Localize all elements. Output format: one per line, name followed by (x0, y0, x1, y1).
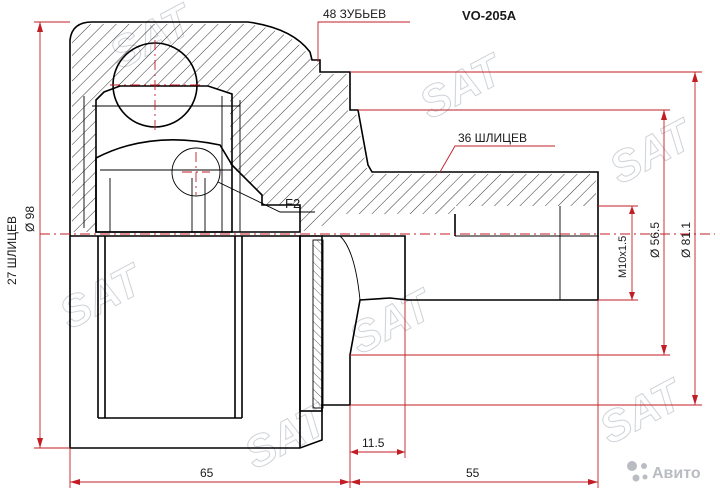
dimension-arrows (37, 22, 698, 485)
f2-detail-circle (171, 147, 221, 197)
label-inner-splines: 27 ШЛИЦЕВ (5, 216, 19, 285)
avito-dot (641, 463, 647, 469)
dimensions (34, 21, 702, 488)
leader-48-teeth (317, 21, 410, 62)
watermark-sat: SAT (592, 369, 693, 454)
cage-window (95, 85, 301, 233)
labels: VO-205A 48 ЗУБЬЕВ 36 ШЛИЦЕВ F2 27 ШЛИЦЕВ… (5, 7, 693, 480)
avito-dot (632, 474, 640, 482)
abs-ring (299, 235, 324, 412)
abs-ring-teeth (312, 239, 324, 409)
stub-shaft-lower (322, 214, 456, 300)
label-len-55: 55 (466, 466, 480, 480)
watermark-sat: SAT (602, 109, 703, 194)
label-len-65: 65 (200, 466, 214, 480)
housing-hatch-upper (72, 24, 596, 232)
label-thread: M10x1.5 (617, 236, 629, 278)
housing-lower-view (70, 235, 301, 448)
avito-dot (642, 474, 648, 480)
label-len-11: 11.5 (362, 436, 385, 450)
watermark-sat: SAT (412, 44, 513, 129)
watermark-sat: SAT (52, 254, 153, 339)
label-f2: F2 (285, 196, 300, 211)
label-part-number: VO-205A (462, 8, 517, 23)
housing-outline (69, 21, 599, 449)
label-outer-splines: 36 ШЛИЦЕВ (458, 131, 527, 145)
stub-shaft-neck (339, 235, 361, 301)
label-abs-teeth: 48 ЗУБЬЕВ (323, 7, 386, 21)
label-diam-56: Ø 56.5 (648, 222, 662, 258)
avito-logo: Авито (627, 461, 701, 482)
avito-wordmark: Авито (652, 465, 701, 482)
f2-leader (217, 181, 315, 213)
label-inner-diameter: Ø 98 (23, 206, 37, 232)
cv-joint-body (69, 21, 599, 449)
label-diam-81: Ø 81.1 (679, 222, 693, 258)
avito-dot (627, 461, 637, 471)
leader-36-splines (439, 145, 555, 173)
